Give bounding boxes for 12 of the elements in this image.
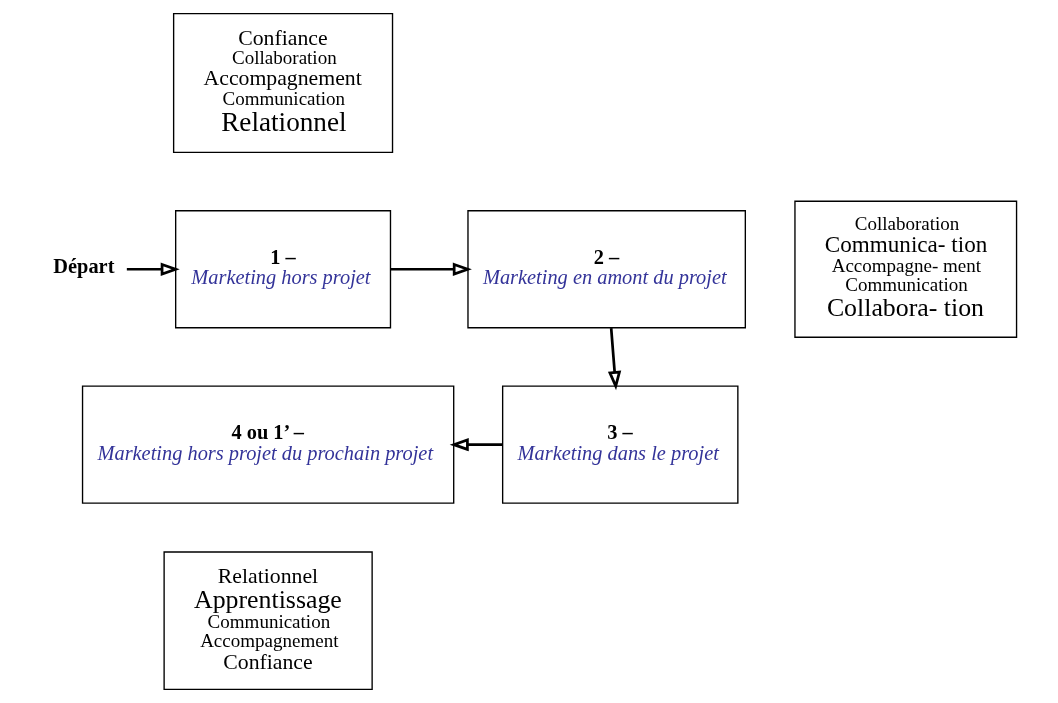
arrow (449, 437, 503, 452)
arrow (390, 262, 472, 276)
node-box: 4 ou 1’ – Marketing hors projet du prochain projet (81, 385, 454, 504)
arrow (126, 262, 180, 276)
node-box: Collaboration Communica- tion Accompagne- ment Communication Collabora- tion (793, 200, 1017, 338)
node-box: 2 – Marketing en amont du projet (466, 210, 746, 329)
node-box: Relationnel Apprentissage Communication Accompagnement Confiance (162, 551, 373, 691)
node-box: Confiance Collaboration Accompagnement Communication Relationnel (172, 12, 393, 153)
node-box: 1 – Marketing hors projet (174, 210, 391, 329)
arrow (607, 328, 621, 391)
node-box: 3 – Marketing dans le projet (501, 385, 739, 504)
node-text: Départ (52, 254, 114, 277)
